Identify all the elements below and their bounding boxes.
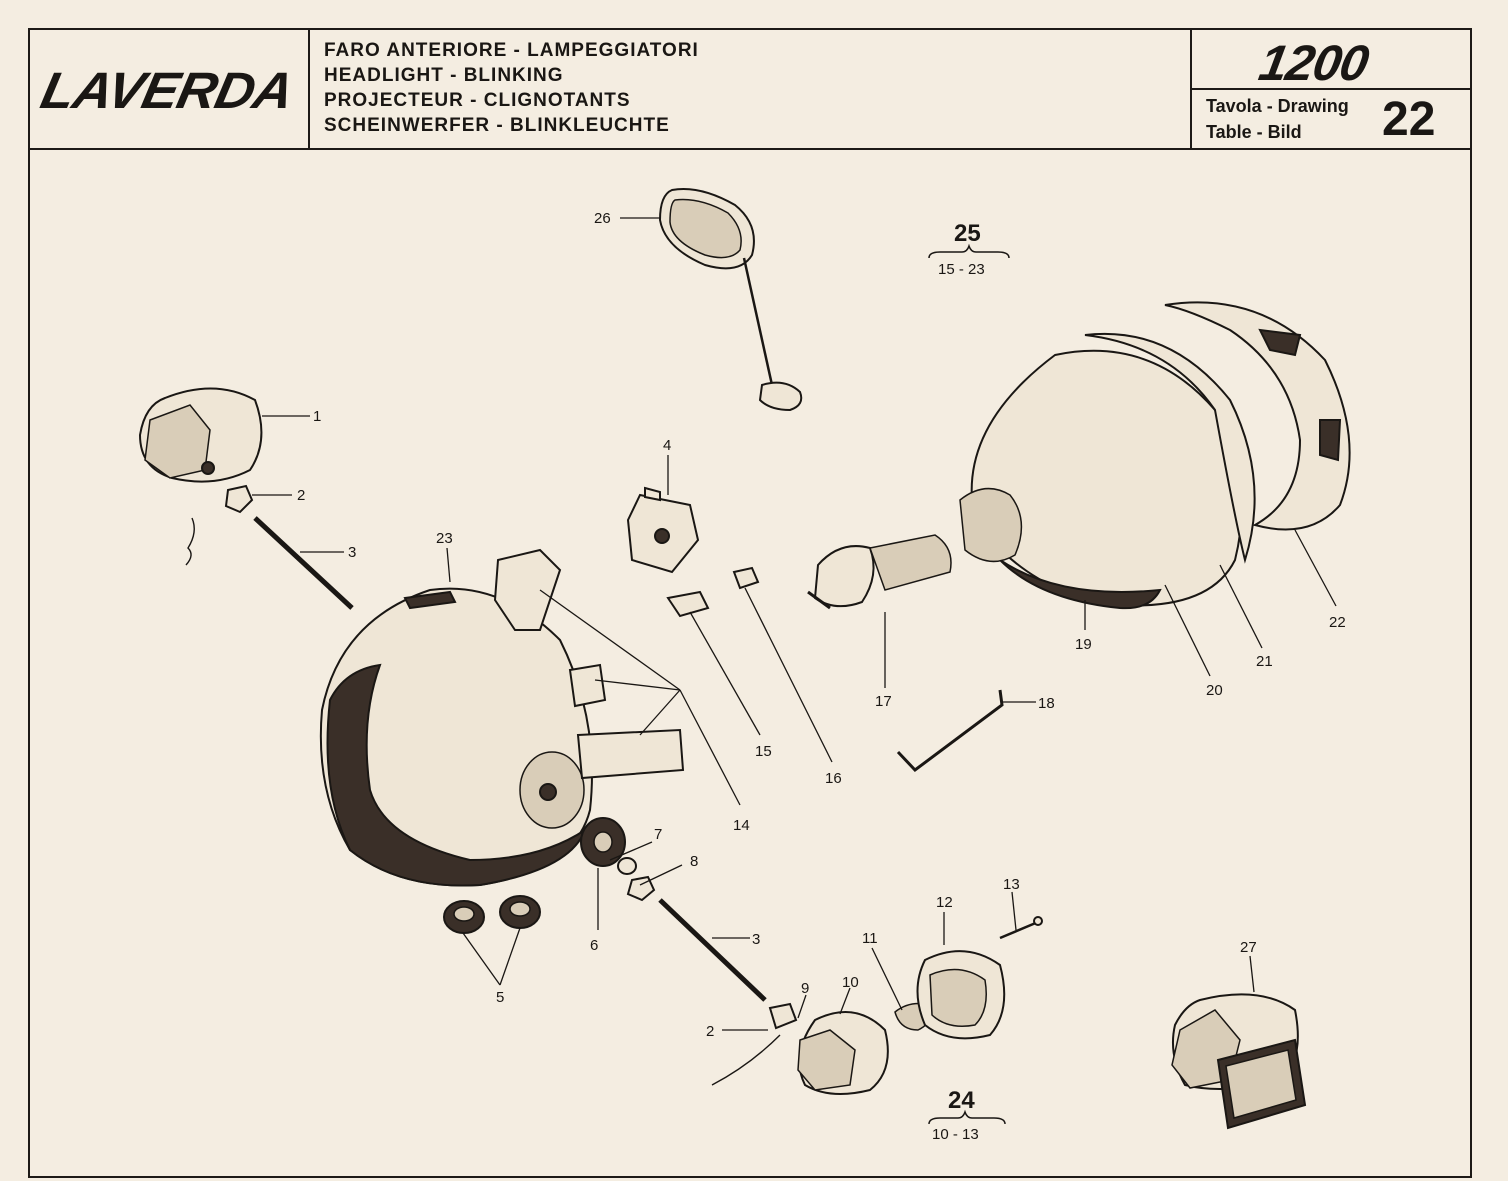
callout-13: 13: [1003, 876, 1020, 893]
main-bulb-part: [807, 534, 952, 610]
callout-23: 23: [436, 530, 453, 547]
connector-block-part: [493, 548, 685, 780]
drawing-number: 22: [1382, 93, 1436, 146]
callout-27: 27: [1240, 939, 1257, 956]
drawing-cell: Tavola - Drawing Table - Bild 22: [1192, 90, 1472, 148]
leader-lines: [252, 217, 1337, 1031]
callout-8: 8: [690, 853, 698, 870]
callout-2-lower: 2: [706, 1023, 714, 1040]
callout-11: 11: [862, 930, 878, 947]
drawing-sheet: LAVERDA FARO ANTERIORE - LAMPEGGIATORI H…: [28, 28, 1472, 1178]
callout-18: 18: [1038, 695, 1055, 712]
callout-3: 3: [348, 544, 356, 561]
callout-21: 21: [1256, 653, 1273, 670]
callout-12: 12: [936, 894, 953, 911]
lamp-holder-part: [626, 486, 700, 574]
callout-3-lower: 3: [752, 931, 760, 948]
washer-part: [617, 857, 637, 875]
callout-20: 20: [1206, 682, 1223, 699]
callout-15: 15: [755, 743, 772, 760]
blinker-left-part: [138, 387, 263, 483]
nut-part: [224, 484, 254, 514]
title-block: LAVERDA FARO ANTERIORE - LAMPEGGIATORI H…: [30, 30, 1472, 150]
group-24-number: 24: [948, 1087, 975, 1114]
rear-blinker-part: [1171, 993, 1307, 1130]
rod-part: [253, 516, 354, 610]
callout-10: 10: [842, 974, 859, 991]
blinker-lower-part: [711, 1002, 889, 1095]
title-english: HEADLIGHT - BLINKING: [324, 65, 564, 86]
small-bulb-part: [732, 566, 760, 590]
callout-2: 2: [297, 487, 305, 504]
callout-1: 1: [313, 408, 321, 425]
nut-small-part: [626, 875, 656, 902]
title-cell: FARO ANTERIORE - LAMPEGGIATORI HEADLIGHT…: [310, 30, 1192, 148]
rod-lower-part: [658, 898, 767, 1002]
title-italian: FARO ANTERIORE - LAMPEGGIATORI: [324, 40, 699, 61]
group-24: 24 10 - 13: [928, 1087, 1006, 1143]
headlight-reflector-part: [959, 332, 1256, 610]
title-german: SCHEINWERFER - BLINKLEUCHTE: [324, 115, 670, 136]
headlight-shell-part: [319, 587, 593, 887]
callout-5: 5: [496, 989, 504, 1006]
callout-19: 19: [1075, 636, 1092, 653]
callout-9: 9: [801, 980, 809, 997]
blinker-housing-part: [916, 950, 1006, 1040]
group-25: 25 15 - 23: [928, 220, 1010, 278]
drawing-label-1: Tavola - Drawing: [1206, 96, 1349, 116]
group-24-range: 10 - 13: [932, 1126, 979, 1143]
callout-22: 22: [1329, 614, 1346, 631]
group-25-range: 15 - 23: [938, 261, 985, 278]
drawing-label-2: Table - Bild: [1206, 122, 1302, 142]
model-cell: 1200: [1192, 30, 1472, 91]
callout-4: 4: [663, 437, 671, 454]
grommet-part: [580, 817, 626, 867]
mirror-part: [658, 188, 803, 412]
bulb-socket-part: [666, 590, 710, 618]
screw-part: [999, 920, 1039, 940]
rubber-grommets-part: [443, 895, 541, 934]
callout-7: 7: [654, 826, 662, 843]
logo-cell: LAVERDA: [30, 30, 310, 148]
callout-26: 26: [594, 210, 611, 227]
headlight-rim-part: [1164, 301, 1351, 531]
callout-16: 16: [825, 770, 842, 787]
wire-clip-part: [896, 689, 1004, 773]
callout-14: 14: [733, 817, 750, 834]
callout-17: 17: [875, 693, 892, 710]
callout-6: 6: [590, 937, 598, 954]
title-french: PROJECTEUR - CLIGNOTANTS: [324, 90, 631, 111]
group-25-number: 25: [954, 220, 981, 247]
